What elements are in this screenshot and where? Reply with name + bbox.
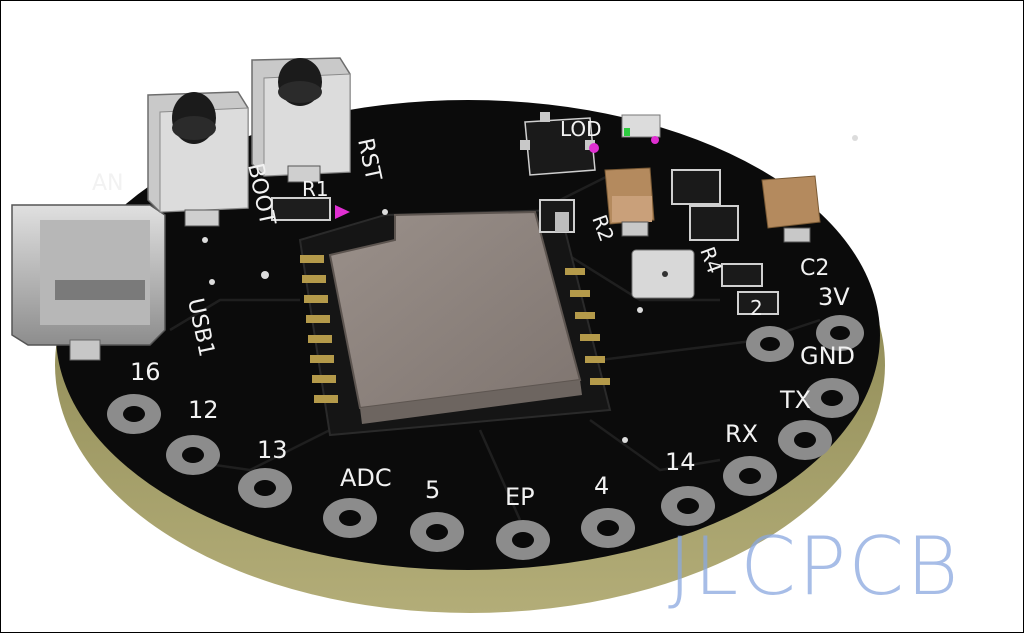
capacitor-left bbox=[604, 167, 655, 237]
pad-adc bbox=[323, 498, 377, 538]
label-pad-2: 2 bbox=[750, 296, 763, 320]
pin-label-12: 12 bbox=[188, 396, 219, 424]
pin-label-ep: EP bbox=[505, 483, 535, 511]
pad-3v bbox=[816, 315, 864, 351]
pad-14 bbox=[661, 486, 715, 526]
pad-ep bbox=[496, 520, 550, 560]
capacitor-right bbox=[761, 175, 821, 243]
label-c2: C2 bbox=[800, 256, 829, 281]
pin-labels: 16 12 13 ADC 5 EP 4 14 RX TX GND 3V bbox=[130, 283, 855, 511]
edge-pads bbox=[107, 315, 864, 560]
pin-label-13: 13 bbox=[257, 436, 288, 464]
pin-label-tx: TX bbox=[779, 386, 811, 414]
boot-button bbox=[147, 91, 249, 227]
usb-connector bbox=[11, 204, 166, 361]
pad-4 bbox=[581, 508, 635, 548]
pin-label-rx: RX bbox=[725, 420, 758, 448]
pin-label-gnd: GND bbox=[800, 342, 855, 370]
pad-5 bbox=[410, 512, 464, 552]
pad-gnd bbox=[805, 378, 859, 418]
pad-16 bbox=[107, 394, 161, 434]
pad-tx bbox=[778, 420, 832, 460]
rst-button bbox=[251, 57, 351, 183]
pin-label-4: 4 bbox=[594, 472, 609, 500]
regulator bbox=[520, 112, 599, 176]
resistor-r2 bbox=[555, 212, 569, 232]
sensor-chip bbox=[631, 249, 695, 299]
pin-label-adc: ADC bbox=[340, 464, 392, 492]
pad-12 bbox=[166, 435, 220, 475]
label-lod: LOD bbox=[560, 117, 602, 141]
esp-module bbox=[298, 208, 612, 437]
pin-label-5: 5 bbox=[425, 476, 440, 504]
pad-rx bbox=[723, 456, 777, 496]
pads-top bbox=[539, 169, 779, 315]
led bbox=[621, 114, 661, 144]
pad-3v-inner bbox=[746, 326, 794, 362]
pad-13 bbox=[238, 468, 292, 508]
pin-label-14: 14 bbox=[665, 448, 696, 476]
vias bbox=[202, 135, 858, 443]
label-r1: R1 bbox=[302, 177, 329, 201]
module-pins bbox=[300, 255, 610, 403]
pin-label-16: 16 bbox=[130, 358, 161, 386]
resistor-r1 bbox=[271, 197, 350, 221]
pin-label-3v: 3V bbox=[818, 283, 850, 311]
label-an: AN bbox=[92, 171, 124, 196]
jlcpcb-watermark: JLCPCB bbox=[668, 520, 961, 613]
